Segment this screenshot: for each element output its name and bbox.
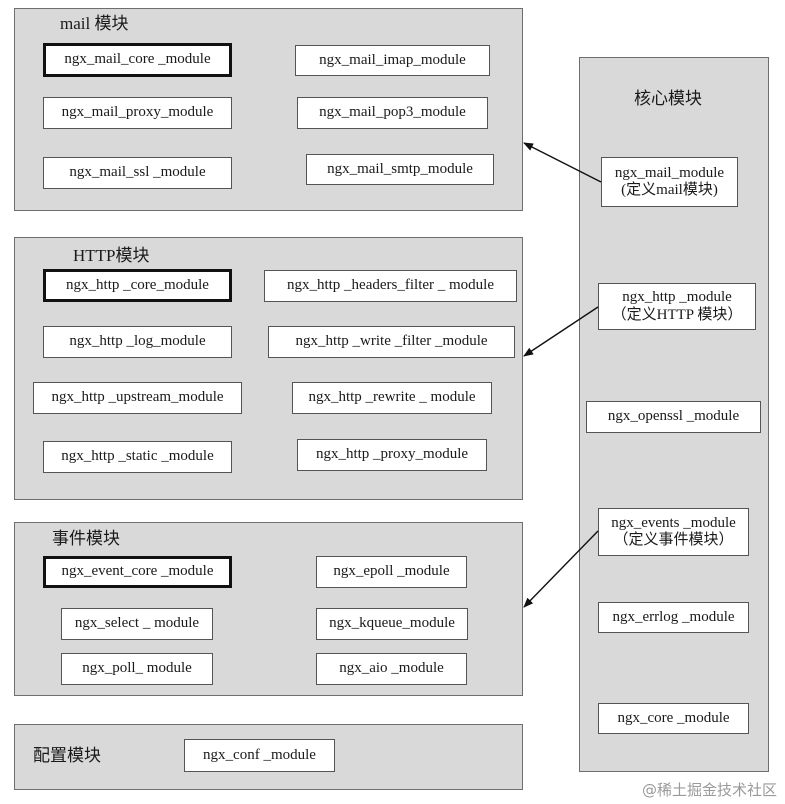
mail-group-title: mail 模块 [60, 14, 129, 33]
http-group-title: HTTP模块 [73, 246, 150, 265]
ngx-http-log-module: ngx_http _log_module [43, 326, 232, 358]
ngx-events-module-name: ngx_events _module [611, 514, 736, 531]
ngx-kqueue-module: ngx_kqueue_module [316, 608, 468, 640]
ngx-mail-proxy-module: ngx_mail_proxy_module [43, 97, 232, 129]
ngx-mail-smtp-module: ngx_mail_smtp_module [306, 154, 494, 185]
event-group-title: 事件模块 [52, 529, 120, 548]
ngx-http-upstream-module: ngx_http _upstream_module [33, 382, 242, 414]
ngx-openssl-module: ngx_openssl _module [586, 401, 761, 433]
ngx-aio-module: ngx_aio _module [316, 653, 467, 685]
ngx-mail-module-name: ngx_mail_module [614, 164, 725, 181]
ngx-conf-module: ngx_conf _module [184, 739, 335, 772]
ngx-http-proxy-module: ngx_http _proxy_module [297, 439, 487, 471]
ngx-http-headers-filter-module: ngx_http _headers_filter _ module [264, 270, 517, 302]
ngx-http-rewrite-module: ngx_http _rewrite _ module [292, 382, 492, 414]
ngx-http-module: ngx_http _module （定义HTTP 模块） [598, 283, 756, 330]
ngx-http-static-module: ngx_http _static _module [43, 441, 232, 473]
ngx-mail-module-desc: (定义mail模块) [621, 182, 718, 198]
watermark-text: @稀土掘金技术社区 [641, 781, 777, 799]
ngx-event-core-module: ngx_event_core _module [43, 556, 232, 588]
core-group-title: 核心模块 [634, 89, 702, 108]
ngx-http-module-name: ngx_http _module [622, 289, 732, 306]
ngx-mail-core-module: ngx_mail_core _module [43, 43, 232, 77]
ngx-core-module: ngx_core _module [598, 703, 749, 734]
ngx-http-write-filter-module: ngx_http _write _filter _module [268, 326, 515, 358]
ngx-errlog-module: ngx_errlog _module [598, 602, 749, 633]
ngx-select-module: ngx_select _ module [61, 608, 213, 640]
ngx-mail-imap-module: ngx_mail_imap_module [295, 45, 490, 76]
ngx-http-core-module: ngx_http _core_module [43, 269, 232, 302]
ngx-events-module: ngx_events _module （定义事件模块） [598, 508, 749, 556]
ngx-mail-ssl-module: ngx_mail_ssl _module [43, 157, 232, 189]
ngx-mail-module: ngx_mail_module (定义mail模块) [601, 157, 738, 207]
ngx-events-module-desc: （定义事件模块） [613, 532, 734, 548]
conf-group-title: 配置模块 [33, 746, 101, 765]
ngx-epoll-module: ngx_epoll _module [316, 556, 467, 588]
ngx-http-module-desc: （定义HTTP 模块） [611, 306, 743, 323]
ngx-mail-pop3-module: ngx_mail_pop3_module [297, 97, 488, 129]
ngx-poll-module: ngx_poll_ module [61, 653, 213, 685]
